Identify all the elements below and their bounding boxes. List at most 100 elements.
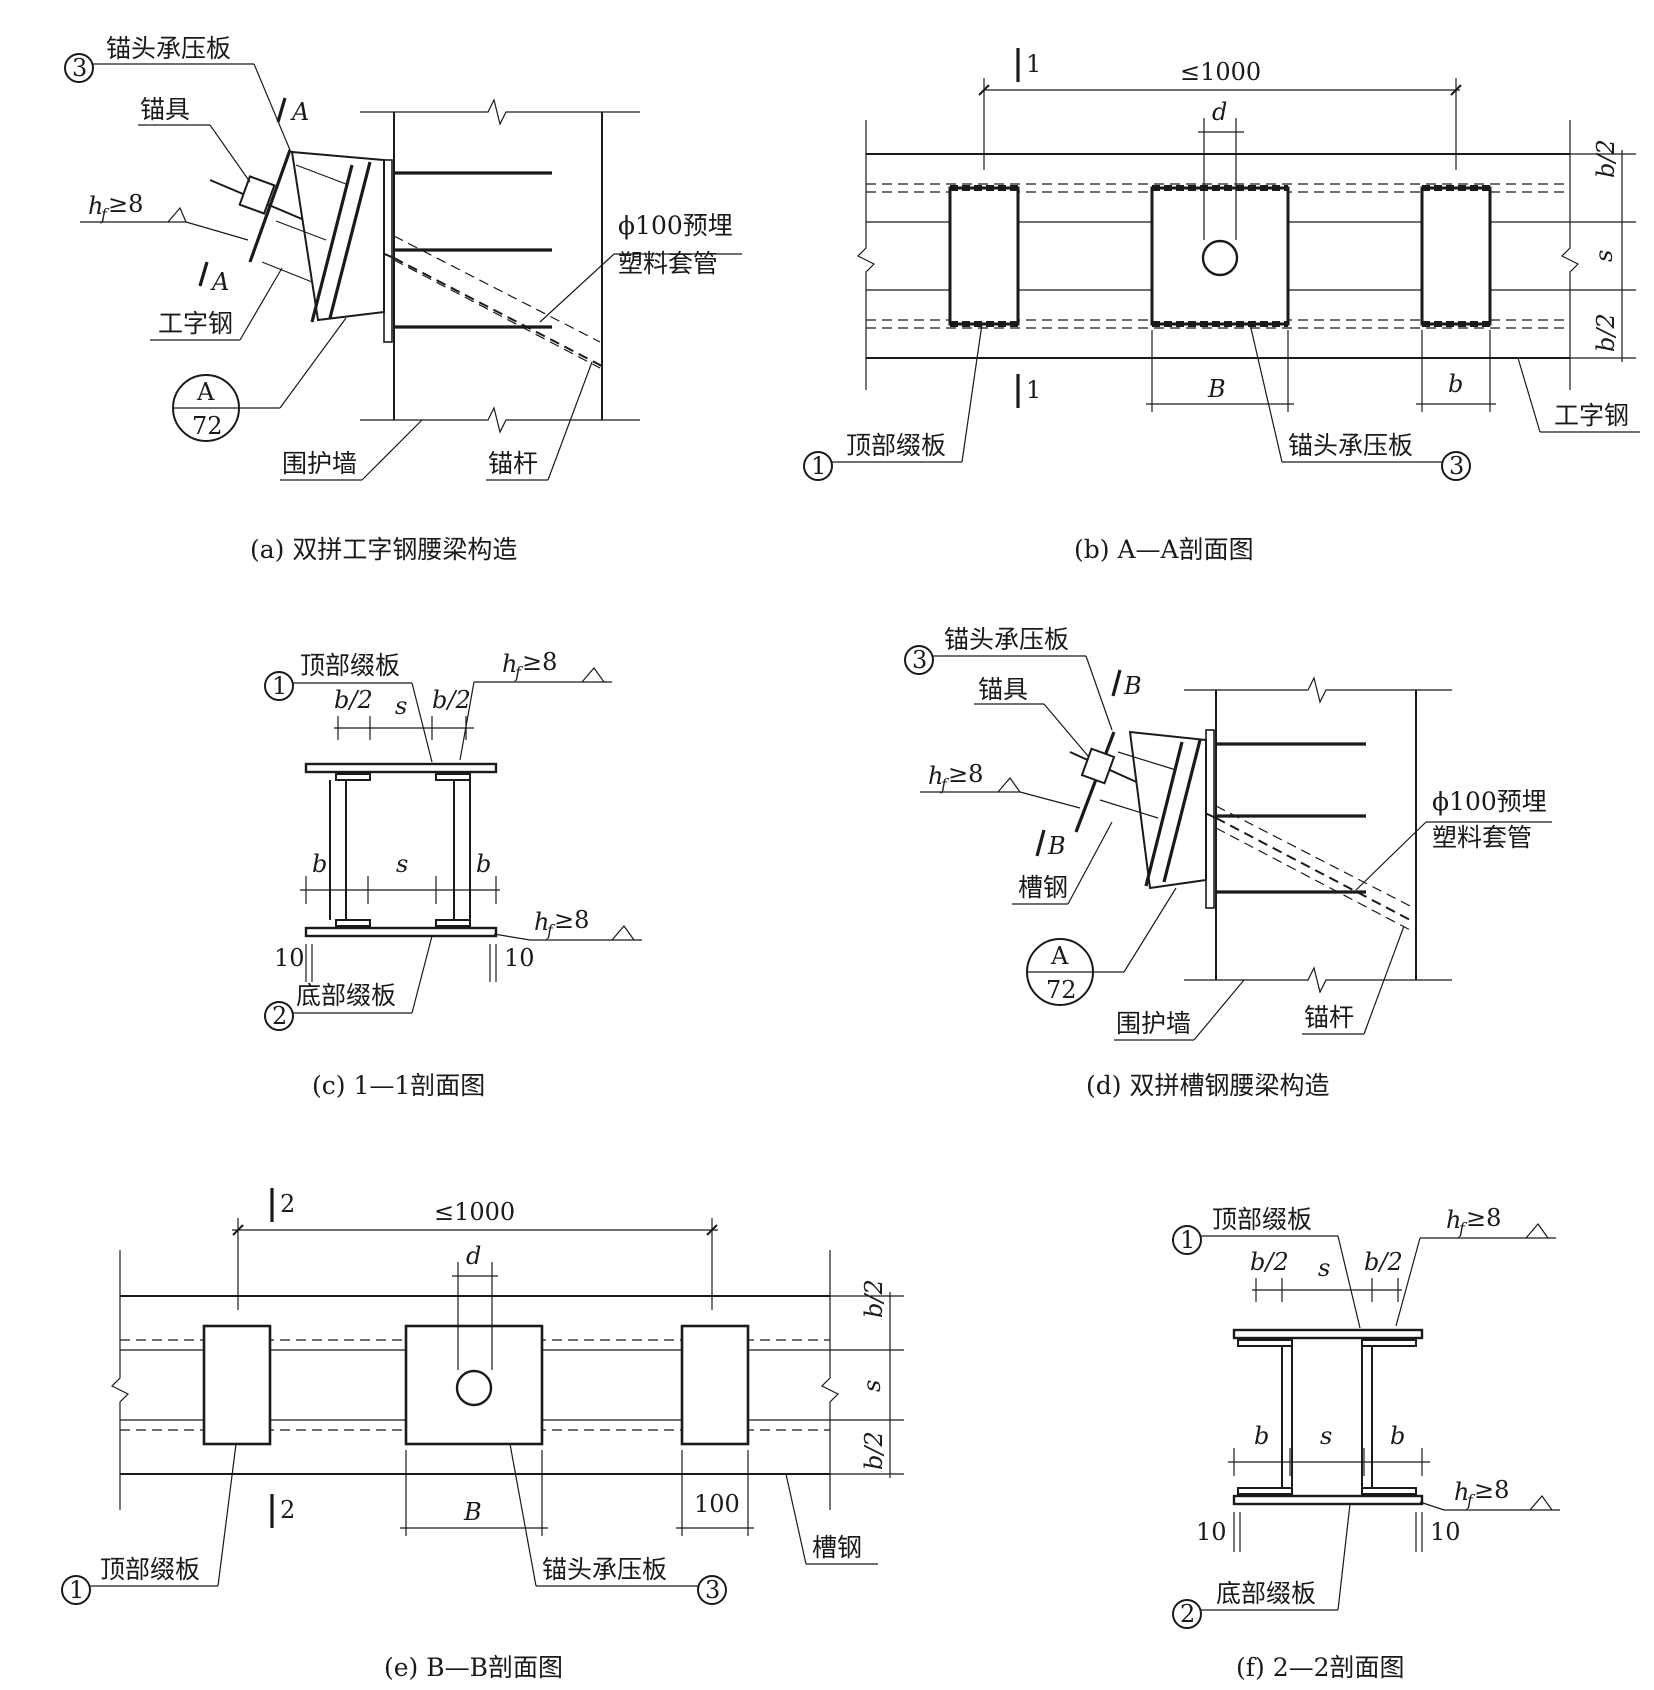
label-wall: 围护墙: [282, 449, 357, 478]
weld-value-bottom: ≥8: [554, 906, 589, 934]
top-batten-plate: [304, 762, 498, 774]
panel-a: A A 3 锚头承压板 锚具 h f ≥8 工字钢 A 72 围护墙: [64, 34, 742, 564]
weld-value-top: ≥8: [522, 648, 557, 676]
dim-half-b-right: b/2: [1364, 1248, 1403, 1276]
top-batten-plate-2: [680, 1324, 750, 1446]
callout-3: 3: [1449, 452, 1464, 480]
weld-sub: f: [940, 775, 950, 794]
dim-half-b-top: b/2: [860, 1279, 888, 1318]
bearing-plate: [1150, 185, 1290, 327]
dim-spacing: ≤1000: [1180, 58, 1261, 86]
channel-assembly: [1074, 730, 1207, 890]
caption-d: (d) 双拼槽钢腰梁构造: [1086, 1071, 1329, 1100]
dim-10-left: 10: [274, 944, 305, 972]
i-beam-assembly: [238, 149, 385, 323]
embedded-plate: [383, 159, 393, 343]
callout-1-circle: [803, 451, 833, 481]
dim-10-right: 10: [1430, 1518, 1461, 1546]
section-mark-top: B: [1123, 672, 1142, 700]
left-i-beam: [329, 773, 371, 927]
dim-half-b-left: b/2: [334, 686, 373, 714]
retaining-wall: [1184, 676, 1452, 994]
detail-top: A: [196, 378, 215, 406]
anchor-hole: [455, 1369, 493, 1407]
callout-2: 2: [272, 1002, 287, 1030]
anchor-hole: [1201, 239, 1239, 277]
dim-b-left: b: [1254, 1422, 1269, 1450]
right-channel: [1361, 1339, 1417, 1495]
callout-3-circle: [904, 645, 934, 675]
weld-h: h: [88, 192, 103, 220]
callout-1: 1: [69, 1576, 84, 1604]
top-batten-plate-1: [202, 1324, 272, 1446]
callout-1-circle: [1172, 1225, 1202, 1255]
label-sleeve-line1: ϕ100预埋: [618, 211, 733, 240]
callout-2: 2: [1180, 1600, 1195, 1628]
dim-s-top: s: [1318, 1254, 1330, 1282]
label-anchorage: 锚具: [140, 95, 190, 124]
dim-half-b-bottom: b/2: [860, 1431, 888, 1470]
dim-half-b-right: b/2: [432, 686, 471, 714]
weld-h-top: h: [1446, 1206, 1461, 1234]
weld-value-bottom: ≥8: [1474, 1476, 1509, 1504]
dim-s: s: [858, 1380, 886, 1392]
weld-sub: f: [100, 205, 110, 224]
bottom-batten-plate: [1232, 1494, 1424, 1506]
section-mark-bottom: 1: [1026, 376, 1041, 404]
caption-e: (e) B—B剖面图: [384, 1653, 563, 1682]
weld-value: ≥8: [108, 190, 143, 218]
section-mark-top: 2: [280, 1190, 295, 1218]
callout-2-circle: [264, 1001, 294, 1031]
weld-sub-bottom: f: [546, 921, 556, 940]
left-channel: [1237, 1339, 1293, 1495]
section-mark-top: A: [290, 98, 309, 126]
callout-3-circle: [1441, 451, 1471, 481]
dim-b: b: [1448, 370, 1463, 398]
label-bottom-plate: 底部缀板: [1216, 1579, 1316, 1608]
bottom-batten-plate: [304, 926, 498, 938]
panel-e: 2 2 ≤1000 d B 100 b/2 s b/2 1 顶部缀板: [61, 1188, 904, 1682]
dim-s: s: [1590, 250, 1618, 262]
weld-h-top: h: [502, 650, 517, 678]
callout-2-circle: [1172, 1599, 1202, 1629]
detail-bottom: 72: [192, 412, 223, 440]
top-batten-plate-2: [1420, 185, 1492, 327]
detail-top: A: [1050, 942, 1069, 970]
label-i-beam: 工字钢: [158, 309, 233, 338]
dim-b-left: b: [312, 850, 327, 878]
panel-d: B B 3 锚头承压板 锚具 h f ≥8 槽钢 A 72 围护墙 ϕ100预埋…: [904, 625, 1552, 1100]
label-channel: 槽钢: [1018, 873, 1068, 902]
label-bearing-plate: 锚头承压板: [1288, 431, 1413, 460]
weld-sub-top: f: [514, 663, 524, 682]
label-bearing-plate: 锚头承压板: [542, 1555, 667, 1584]
callout-3-circle: [697, 1575, 727, 1605]
label-anchor-rod: 锚杆: [488, 449, 538, 478]
dim-half-b-left: b/2: [1250, 1248, 1289, 1276]
panel-b: 1 1 ≤1000 d B b b/2 s b/2: [803, 48, 1640, 564]
weld-h: h: [928, 762, 943, 790]
wall-reinforcement: [394, 171, 552, 329]
dim-B: B: [1207, 375, 1226, 403]
label-sleeve-line2: 塑料套管: [618, 249, 718, 278]
label-channel: 槽钢: [812, 1533, 862, 1562]
label-i-beam: 工字钢: [1554, 401, 1629, 430]
caption-c: (c) 1—1剖面图: [312, 1071, 485, 1100]
dim-B: B: [463, 1498, 482, 1526]
dim-10-right: 10: [504, 944, 535, 972]
label-anchorage: 锚具: [978, 675, 1028, 704]
label-anchor-rod: 锚杆: [1304, 1003, 1354, 1032]
panel-f: 1 顶部缀板 b/2 s b/2 h f ≥8 b s b h f ≥8 10: [1172, 1204, 1560, 1682]
weld-value-top: ≥8: [1466, 1204, 1501, 1232]
weld-value: ≥8: [948, 760, 983, 788]
dim-b-right: b: [476, 850, 491, 878]
section-mark-bottom: A: [210, 268, 229, 296]
plastic-sleeve: [1215, 805, 1415, 933]
dim-s-top: s: [395, 692, 407, 720]
dim-b-right: b: [1390, 1422, 1405, 1450]
dim-10-left: 10: [1196, 1518, 1227, 1546]
embedded-plate: [1205, 729, 1215, 909]
anchor-head: [1080, 747, 1116, 785]
weld-h-bottom: h: [1454, 1478, 1469, 1506]
label-top-plate: 顶部缀板: [300, 651, 400, 680]
